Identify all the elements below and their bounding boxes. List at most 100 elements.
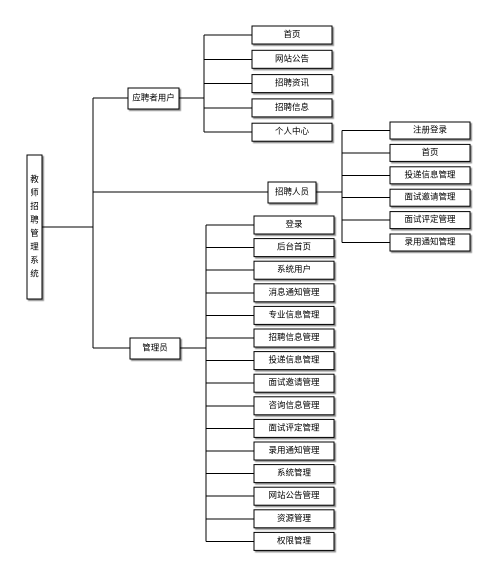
leaf-node-2-8-box [253, 396, 335, 416]
branch-node-1: 招聘人员 [267, 181, 317, 204]
leaf-node-2-7: 面试邀请管理 [253, 373, 335, 393]
root-node-label-char: 聘 [30, 214, 39, 225]
leaf-node-2-14-label: 权限管理 [277, 535, 312, 546]
leaf-node-2-5-label: 招聘信息管理 [268, 332, 320, 343]
leaf-node-2-12: 网站公告管理 [253, 486, 335, 506]
leaf-node-2-3-box [253, 283, 335, 303]
leaf-node-1-4: 面试评定管理 [389, 211, 471, 230]
branch-node-0: 应聘者用户 [127, 87, 180, 110]
leaf-node-2-1-box [253, 238, 335, 258]
leaf-node-0-2-box [251, 74, 333, 94]
leaf-node-1-5-label: 录用通知管理 [404, 237, 456, 248]
tree-nodes: 教师招聘管理系统应聘者用户首页网站公告招聘资讯招聘信息个人中心招聘人员注册登录首… [26, 25, 471, 551]
branch-node-0-label: 应聘者用户 [132, 93, 175, 104]
leaf-node-2-2-box [253, 260, 335, 280]
leaf-node-1-5: 录用通知管理 [389, 233, 471, 252]
leaf-node-2-13-box [253, 509, 335, 529]
leaf-node-0-1: 网站公告 [251, 49, 333, 69]
leaf-node-0-3-box [251, 98, 333, 118]
branch-node-2-box [129, 337, 181, 360]
leaf-node-2-3-label: 消息通知管理 [268, 287, 320, 298]
leaf-node-1-2-label: 投递信息管理 [404, 169, 456, 180]
leaf-node-2-4-label: 专业信息管理 [268, 309, 320, 320]
leaf-node-1-2-box [389, 166, 471, 185]
leaf-node-2-13-label: 资源管理 [277, 513, 312, 524]
leaf-node-2-4: 专业信息管理 [253, 305, 335, 325]
leaf-node-0-0-label: 首页 [283, 29, 300, 40]
leaf-node-2-11-label: 系统管理 [277, 468, 312, 479]
leaf-node-2-13: 资源管理 [253, 509, 335, 529]
leaf-node-2-12-box [253, 486, 335, 506]
leaf-node-1-4-box [389, 211, 471, 230]
leaf-node-0-1-box [251, 49, 333, 69]
leaf-node-1-0: 注册登录 [389, 121, 471, 140]
leaf-node-2-5: 招聘信息管理 [253, 328, 335, 348]
leaf-node-2-9-label: 面试评定管理 [268, 422, 320, 433]
branch-node-2: 管理员 [129, 337, 181, 360]
leaf-node-0-1-label: 网站公告 [275, 53, 309, 64]
leaf-node-1-3: 面试邀请管理 [389, 188, 471, 207]
root-node-label-char: 管 [30, 228, 39, 239]
leaf-node-0-0: 首页 [251, 25, 333, 45]
leaf-node-2-6-label: 投递信息管理 [268, 355, 320, 366]
leaf-node-2-11: 系统管理 [253, 464, 335, 484]
leaf-node-0-4-box [251, 122, 333, 142]
leaf-node-2-10-box [253, 441, 335, 461]
root-node-box [26, 154, 43, 300]
leaf-node-2-11-box [253, 464, 335, 484]
leaf-node-0-3-label: 招聘信息 [275, 102, 310, 113]
leaf-node-2-14-box [253, 531, 335, 551]
leaf-node-2-3: 消息通知管理 [253, 283, 335, 303]
leaf-node-2-7-box [253, 373, 335, 393]
branch-node-1-box [267, 181, 317, 204]
leaf-node-2-0: 登录 [253, 215, 335, 235]
leaf-node-1-0-box [389, 121, 471, 140]
leaf-node-2-2-label: 系统用户 [277, 264, 311, 275]
leaf-node-0-3: 招聘信息 [251, 98, 333, 118]
leaf-node-2-0-box [253, 215, 335, 235]
leaf-node-2-6: 投递信息管理 [253, 351, 335, 371]
branch-node-0-box [127, 87, 180, 110]
leaf-node-1-0-label: 注册登录 [413, 125, 448, 136]
leaf-node-1-1: 首页 [389, 143, 471, 162]
root-node-label-char: 理 [30, 242, 39, 252]
leaf-node-2-14: 权限管理 [253, 531, 335, 551]
branch-node-2-label: 管理员 [142, 343, 168, 354]
leaf-node-0-0-box [251, 25, 333, 45]
leaf-node-2-9-box [253, 418, 335, 438]
leaf-node-0-2-label: 招聘资讯 [275, 78, 310, 89]
leaf-node-2-8-label: 咨询信息管理 [268, 400, 320, 411]
root-node-label-char: 系 [30, 255, 39, 266]
leaf-node-2-7-label: 面试邀请管理 [268, 377, 320, 388]
leaf-node-0-4-label: 个人中心 [275, 126, 310, 137]
leaf-node-2-2: 系统用户 [253, 260, 335, 280]
leaf-node-1-3-box [389, 188, 471, 207]
leaf-node-2-9: 面试评定管理 [253, 418, 335, 438]
branch-node-1-label: 招聘人员 [275, 187, 309, 198]
leaf-node-1-1-label: 首页 [421, 147, 438, 158]
leaf-node-2-4-box [253, 305, 335, 325]
leaf-node-2-1: 后台首页 [253, 238, 335, 258]
leaf-node-2-1-label: 后台首页 [277, 242, 311, 253]
leaf-node-2-12-label: 网站公告管理 [268, 490, 320, 501]
leaf-node-1-4-label: 面试评定管理 [404, 214, 456, 225]
root-node-label-char: 招 [30, 201, 39, 212]
leaf-node-0-4: 个人中心 [251, 122, 333, 142]
leaf-node-2-10-label: 录用通知管理 [268, 445, 320, 456]
leaf-node-1-3-label: 面试邀请管理 [404, 192, 456, 203]
leaf-node-2-6-box [253, 351, 335, 371]
leaf-node-1-2: 投递信息管理 [389, 166, 471, 185]
leaf-node-2-5-box [253, 328, 335, 348]
leaf-node-1-1-box [389, 143, 471, 162]
connector-lines [42, 34, 390, 542]
root-node-label-char: 统 [30, 268, 39, 279]
leaf-node-0-2: 招聘资讯 [251, 74, 333, 94]
leaf-node-1-5-box [389, 233, 471, 252]
leaf-node-2-8: 咨询信息管理 [253, 396, 335, 416]
leaf-node-2-10: 录用通知管理 [253, 441, 335, 461]
root-node-label-char: 师 [30, 187, 39, 198]
leaf-node-2-0-label: 登录 [285, 219, 303, 230]
root-node-label-char: 教 [30, 174, 39, 185]
